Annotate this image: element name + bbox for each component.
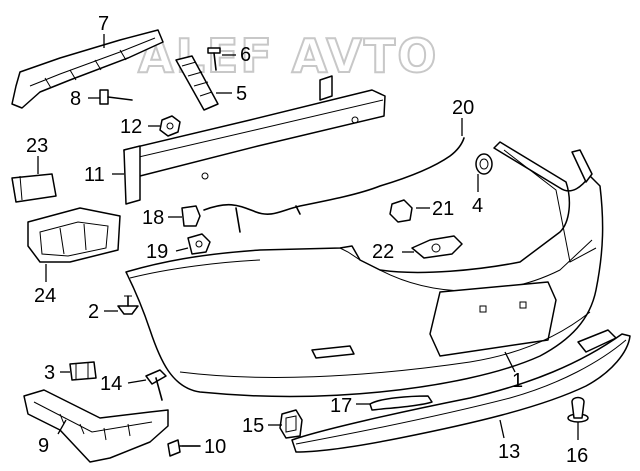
callout-20: 20 [452,97,474,119]
parking-sensor [475,153,493,175]
callout-19: 19 [146,241,168,263]
lower-side-bracket [23,389,169,463]
wiring-harness [203,137,465,233]
callout-9: 9 [38,435,49,457]
push-pin-retainer [117,295,139,315]
callout-22: 22 [372,241,394,263]
sensor-retainer [389,199,413,223]
callout-1: 1 [512,370,523,392]
control-module [11,173,57,203]
energy-absorber-bracket [175,55,219,111]
callout-21: 21 [432,198,454,220]
impact-bar [123,75,386,205]
reflector [369,395,433,411]
bolt-8 [99,89,133,105]
callout-15: 15 [242,415,264,437]
lower-valance [291,329,631,453]
nut-12 [159,115,181,137]
callout-6: 6 [240,44,251,66]
callout-5: 5 [236,83,247,105]
callout-7: 7 [98,13,109,35]
sensor-connector [181,205,201,227]
callout-24: 24 [34,285,56,307]
callout-11: 11 [84,164,105,186]
callout-16: 16 [566,445,588,467]
callout-4: 4 [472,195,483,217]
callout-14: 14 [100,373,122,395]
push-pin-16 [567,396,589,423]
screw-10 [167,439,201,457]
bolt-6 [207,47,221,71]
sensor-bracket [411,235,463,259]
callout-23: 23 [26,135,48,157]
callout-18: 18 [142,207,164,229]
callout-10: 10 [204,436,226,458]
callout-17: 17 [330,395,352,417]
callout-2: 2 [88,301,99,323]
callout-8: 8 [70,88,81,110]
plug [187,233,211,255]
module-bracket [27,207,121,263]
upper-side-bracket [11,29,164,109]
bumper-cover [125,141,604,398]
callout-3: 3 [44,362,55,384]
watermark-text: ALEF AVTO [138,29,438,83]
callout-13: 13 [498,441,520,463]
retainer-15 [279,409,303,439]
callout-12: 12 [120,116,142,138]
clip-3 [69,361,97,381]
bolt-14 [145,369,167,401]
